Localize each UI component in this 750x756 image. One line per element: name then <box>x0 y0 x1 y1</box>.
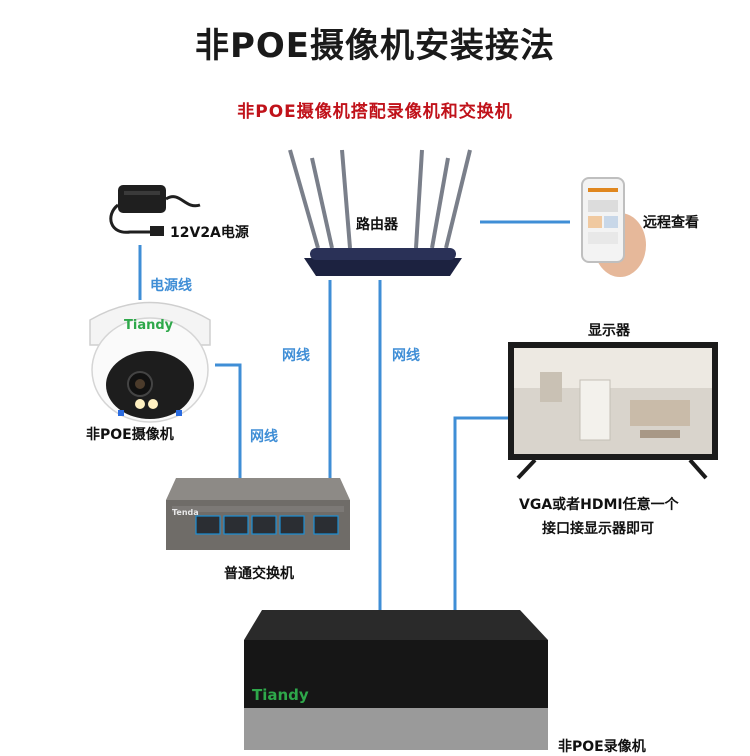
power-adapter-icon <box>109 185 201 236</box>
router-nvr-cable-label: 网线 <box>392 348 420 364</box>
camera-brand-logo: Tiandy <box>124 318 174 333</box>
phone-icon <box>581 177 646 277</box>
switch-ports <box>195 515 339 535</box>
page-subtitle: 非POE摄像机搭配录像机和交换机 <box>237 102 513 122</box>
camera-label: 非POE摄像机 <box>86 427 174 443</box>
switch-label: 普通交换机 <box>224 566 294 582</box>
nvr-brand-logo: Tiandy <box>252 686 309 704</box>
camera-icon <box>89 301 211 423</box>
monitor-icon <box>508 342 718 480</box>
router-label: 路由器 <box>356 217 398 233</box>
router-icon <box>288 149 472 276</box>
power-adapter-label: 12V2A电源 <box>170 225 249 241</box>
nvr-icon <box>244 610 548 750</box>
camera-switch-cable-label: 网线 <box>250 429 278 445</box>
router-switch-cable-label: 网线 <box>282 348 310 364</box>
switch-icon <box>166 478 350 550</box>
phone-label: 远程查看 <box>643 215 699 231</box>
power-cable-label: 电源线 <box>150 278 192 294</box>
page-title: 非POE摄像机安装接法 <box>194 26 556 66</box>
nvr-label: 非POE录像机 <box>558 739 646 755</box>
monitor-label: 显示器 <box>588 323 630 339</box>
monitor-note-line-1: VGA或者HDMI任意一个 <box>519 497 679 513</box>
camera-switch-cable <box>215 363 242 520</box>
monitor-note-line-2: 接口接显示器即可 <box>542 521 654 537</box>
nvr-monitor-cable <box>453 416 510 700</box>
switch-brand-logo: Tenda <box>172 508 199 517</box>
